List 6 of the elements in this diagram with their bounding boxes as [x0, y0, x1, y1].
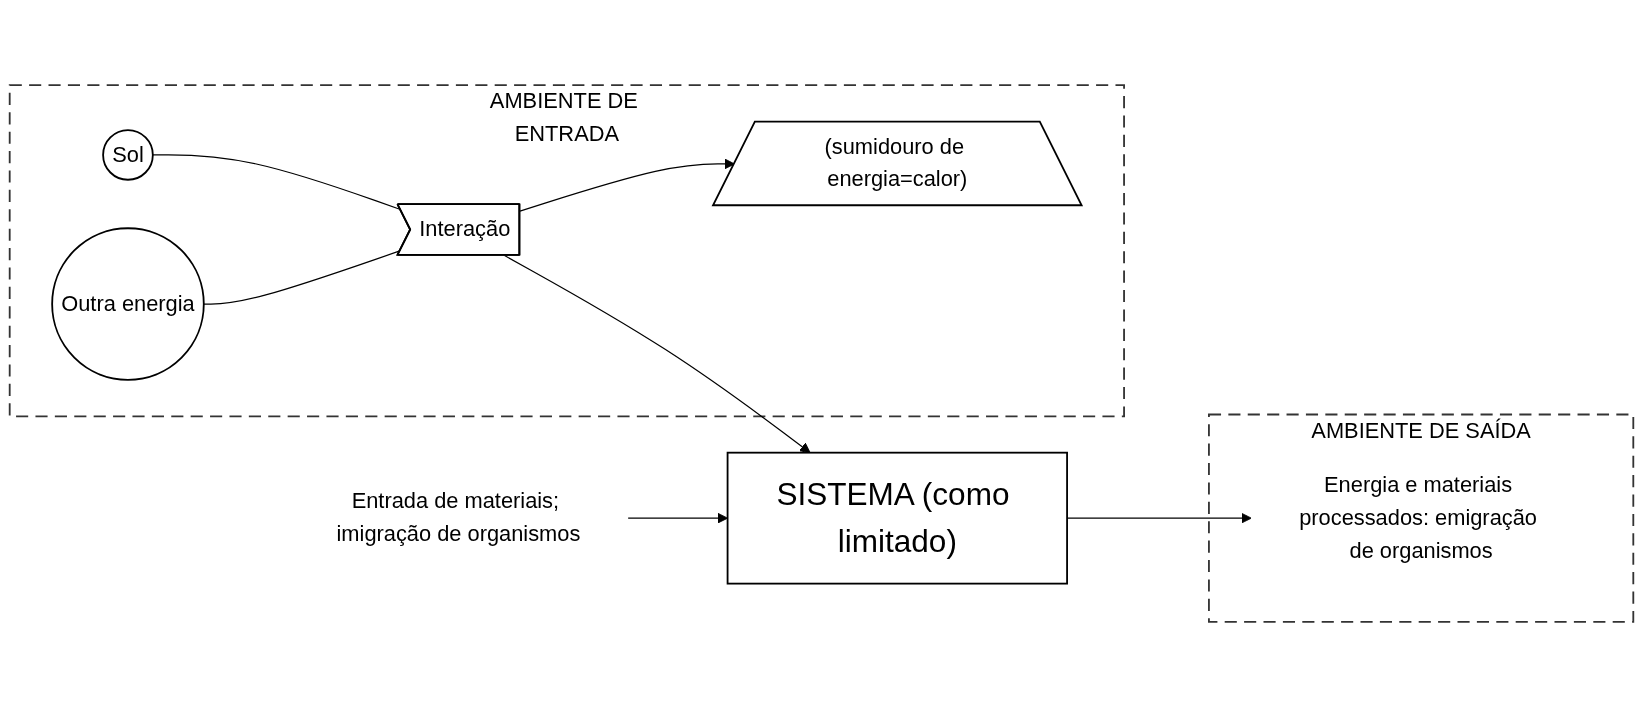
node-text: Energia e materiais processados: emigração de organismos — [1299, 472, 1537, 563]
node-box: SISTEMA (como limitado) — [726, 451, 1068, 585]
node-text: Entrada de materiais; imigração de organismos — [336, 489, 581, 547]
node-circle: Sol — [102, 129, 154, 181]
node-circle: Outra energia — [51, 227, 205, 381]
arrow — [503, 254, 811, 454]
